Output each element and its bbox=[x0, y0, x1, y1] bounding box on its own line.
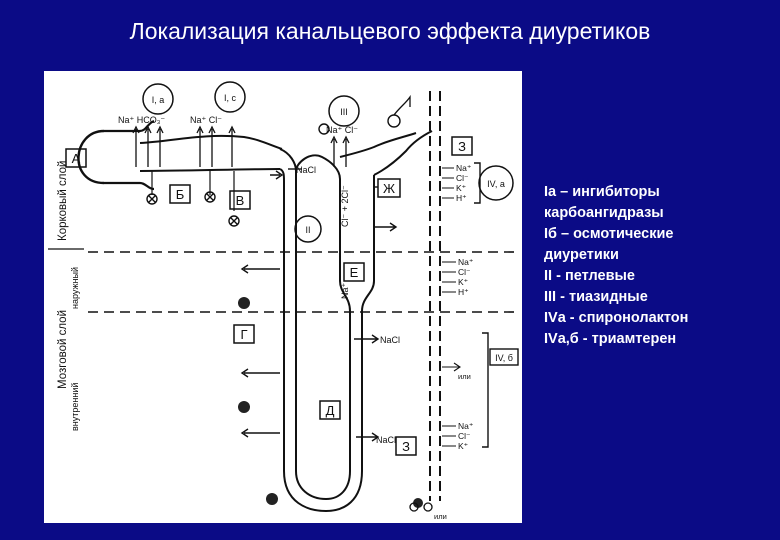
legend-line-6: III - тиазидные bbox=[544, 289, 648, 305]
zone-inner-label: внутренний bbox=[70, 383, 80, 431]
svg-text:З: З bbox=[458, 139, 466, 154]
svg-text:H⁺: H⁺ bbox=[458, 287, 469, 297]
svg-text:Cl⁻: Cl⁻ bbox=[458, 431, 471, 441]
segment-label-e: Е bbox=[343, 262, 365, 282]
duct-ion-arrows bbox=[442, 167, 461, 447]
collecting-duct bbox=[429, 91, 441, 501]
nephron-diagram: Корковый слой Мозговой слой наружный вну… bbox=[44, 71, 522, 523]
svg-text:I, а: I, а bbox=[152, 95, 165, 105]
duct-ions-middle: Na⁺ Cl⁻ K⁺ H⁺ bbox=[458, 257, 473, 297]
ion-ascending-b: Na⁺ bbox=[340, 282, 350, 299]
proximal-tubule bbox=[139, 134, 283, 172]
segment-label-v: В bbox=[229, 190, 251, 210]
svg-text:II: II bbox=[305, 225, 310, 235]
drug-delivery-lines bbox=[151, 171, 235, 211]
site-ivb-bracket: IV, б bbox=[482, 332, 519, 448]
site-iva-bracket bbox=[474, 162, 481, 204]
svg-text:Cl⁻: Cl⁻ bbox=[458, 267, 471, 277]
site-iii: III bbox=[328, 95, 360, 127]
legend-line-4: диуретики bbox=[544, 247, 619, 263]
segment-label-d: Д bbox=[319, 400, 341, 420]
segment-label-g: Г bbox=[233, 324, 255, 344]
svg-text:Е: Е bbox=[350, 265, 359, 280]
crossed-circle-icons bbox=[146, 191, 240, 227]
site-ia: I, а bbox=[142, 83, 174, 115]
duct-ions-bottom: Na⁺ Cl⁻ K⁺ bbox=[458, 421, 473, 451]
svg-text:Na⁺: Na⁺ bbox=[458, 257, 473, 267]
segment-label-a: А bbox=[65, 148, 87, 168]
distal-tubule bbox=[339, 130, 433, 176]
bottom-note: или bbox=[434, 512, 447, 521]
svg-text:Ж: Ж bbox=[383, 181, 395, 196]
exchange-arrows bbox=[240, 168, 398, 442]
svg-text:IV, б: IV, б bbox=[495, 353, 513, 363]
svg-text:Б: Б bbox=[176, 187, 185, 202]
svg-text:H⁺: H⁺ bbox=[456, 193, 467, 203]
svg-text:I, с: I, с bbox=[224, 93, 237, 103]
legend-line-2: карбоангидразы bbox=[544, 205, 664, 221]
site-ii: II bbox=[294, 215, 322, 243]
legend-line-7: IVа - спиронолактон bbox=[544, 310, 689, 326]
zone-cortex-label: Корковый слой bbox=[57, 161, 69, 241]
ion-na-hco3: Na⁺ HCO₃⁻ bbox=[118, 115, 165, 125]
ion-nacl-outer: NaCl bbox=[380, 335, 400, 345]
svg-text:Cl⁻: Cl⁻ bbox=[456, 173, 469, 183]
legend-line-3: Iб – осмотические bbox=[544, 226, 674, 242]
ion-nacl-loop: NaCl bbox=[296, 165, 316, 175]
ion-na-cl-top: Na⁺ Cl⁻ bbox=[190, 115, 222, 125]
svg-text:Na⁺: Na⁺ bbox=[458, 421, 473, 431]
svg-text:З: З bbox=[402, 439, 410, 454]
drug-sphere-icons bbox=[238, 297, 423, 508]
svg-text:K⁺: K⁺ bbox=[458, 277, 468, 287]
slide-title: Локализация канальцевого эффекта диурети… bbox=[129, 18, 651, 44]
glomerulus-capsule bbox=[77, 119, 155, 191]
segment-label-b: Б bbox=[169, 184, 191, 204]
legend-line-1: Iа – ингибиторы bbox=[544, 184, 660, 200]
ivb-note: или bbox=[458, 372, 471, 381]
ion-na-cl-iii: Na⁺ Cl⁻ bbox=[326, 125, 358, 135]
zone-outer-label: наружный bbox=[70, 267, 80, 309]
svg-text:K⁺: K⁺ bbox=[456, 183, 466, 193]
site-ic: I, с bbox=[214, 81, 246, 113]
legend-line-5: II - петлевые bbox=[544, 268, 635, 284]
proximal-tubule-bend bbox=[279, 148, 297, 182]
site-iva: IV, а bbox=[478, 165, 514, 201]
ion-ascending-a: Cl⁻ + 2Cl⁻ bbox=[340, 185, 350, 227]
svg-text:Д: Д bbox=[326, 403, 335, 418]
legend-line-8: IVа,б - триамтерен bbox=[544, 331, 677, 347]
ascending-limb bbox=[295, 154, 375, 312]
segment-label-zh: Ж bbox=[377, 178, 401, 198]
svg-text:А: А bbox=[72, 151, 81, 166]
svg-text:III: III bbox=[340, 107, 348, 117]
segment-label-z-top: З bbox=[451, 136, 473, 156]
svg-text:Г: Г bbox=[240, 327, 247, 342]
duct-bottom-circles bbox=[409, 502, 433, 512]
distal-wavy-line bbox=[393, 94, 411, 116]
svg-text:K⁺: K⁺ bbox=[458, 441, 468, 451]
zone-medulla-label: Мозговой слой bbox=[57, 310, 69, 389]
segment-label-z-bottom: З bbox=[395, 436, 417, 456]
svg-text:Na⁺: Na⁺ bbox=[456, 163, 471, 173]
diuretic-legend: Iа – ингибиторы карбоангидразы Iб – осмо… bbox=[544, 182, 688, 350]
svg-text:В: В bbox=[236, 193, 245, 208]
descending-limb bbox=[283, 171, 363, 513]
svg-text:IV, а: IV, а bbox=[487, 179, 505, 189]
duct-ions-top: Na⁺ Cl⁻ K⁺ H⁺ bbox=[456, 163, 471, 203]
ion-nacl-inner: NaCl bbox=[376, 435, 396, 445]
reabsorption-arrows-top bbox=[132, 125, 350, 167]
